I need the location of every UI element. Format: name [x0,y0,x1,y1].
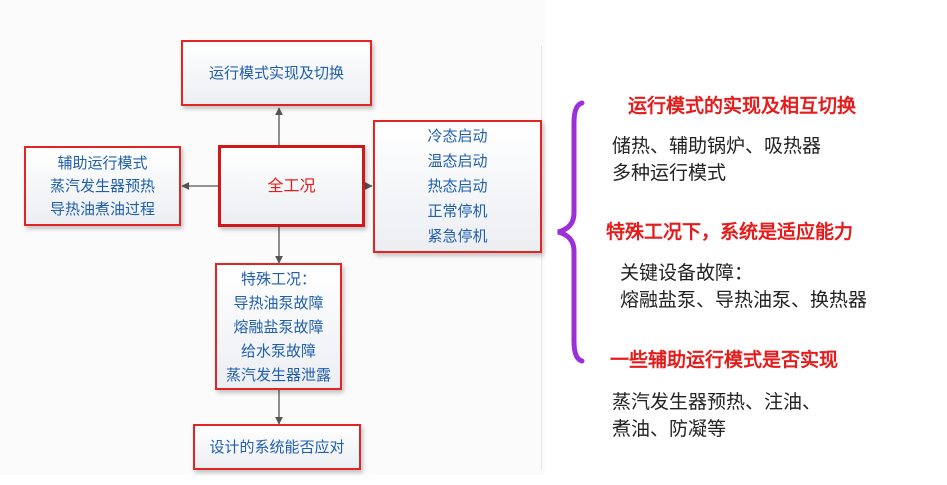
annotation-body-2-line-2: 熔融盐泵、导热油泵、换热器 [620,289,868,311]
annotation-body-1: 储热、辅助锅炉、吸热器 多种运行模式 [612,133,821,187]
right-node-line-3: 热态启动 [427,177,488,195]
annotation-heading-1: 运行模式的实现及相互切换 [628,95,857,117]
right-node-line-4: 正常停机 [427,202,488,220]
middle-node: 特殊工况： 导热油泵故障 熔融盐泵故障 给水泵故障 蒸汽发生器泄露 [215,263,342,390]
panel-edge-line [541,45,542,470]
annotation-body-3-line-2: 煮油、防凝等 [612,418,727,440]
middle-node-line-1: 特殊工况： [240,269,316,288]
annotation-body-3-line-1: 蒸汽发生器预热、注油、 [612,391,822,413]
curly-brace [557,100,585,364]
connector-arrows [181,107,373,425]
center-node: 全工况 [218,145,365,227]
left-node-line-2: 蒸汽发生器预热 [49,176,155,195]
middle-node-line-5: 蒸汽发生器泄露 [225,365,331,384]
right-node-line-2: 温态启动 [427,152,488,170]
bottom-node: 设计的系统能否应对 [193,424,361,470]
left-node: 辅助运行模式 蒸汽发生器预热 导热油煮油过程 [24,146,181,226]
right-node: 冷态启动 温态启动 热态启动 正常停机 紧急停机 [373,120,542,253]
top-node: 运行模式实现及切换 [181,40,372,106]
annotation-body-3: 蒸汽发生器预热、注油、 煮油、防凝等 [612,389,821,443]
middle-node-line-4: 给水泵故障 [240,341,316,360]
annotation-body-2-line-1: 关键设备故障： [620,262,754,284]
left-node-line-1: 辅助运行模式 [57,153,148,172]
left-node-line-3: 导热油煮油过程 [49,199,155,218]
annotation-heading-3: 一些辅助运行模式是否实现 [610,349,839,371]
right-node-line-1: 冷态启动 [427,127,488,145]
middle-node-line-3: 熔融盐泵故障 [233,317,324,336]
annotation-body-2: 关键设备故障： 熔融盐泵、导热油泵、换热器 [620,260,867,314]
top-node-label: 运行模式实现及切换 [208,64,344,82]
annotation-body-1-line-1: 储热、辅助锅炉、吸热器 [612,135,822,157]
diagram-panel: 运行模式实现及切换 辅助运行模式 蒸汽发生器预热 导热油煮油过程 全工况 冷态启… [24,40,542,470]
right-node-line-5: 紧急停机 [427,227,488,245]
annotation-heading-2: 特殊工况下，系统是适应能力 [606,221,854,243]
middle-node-line-2: 导热油泵故障 [233,293,324,312]
center-node-label: 全工况 [267,176,316,195]
bottom-node-label: 设计的系统能否应对 [209,438,345,456]
annotation-body-1-line-2: 多种运行模式 [612,162,727,184]
